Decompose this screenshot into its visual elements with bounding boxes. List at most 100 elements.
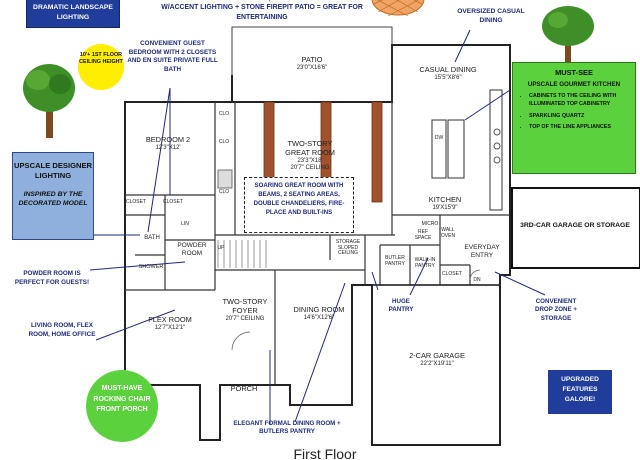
room-powder: POWDER ROOM: [177, 242, 207, 257]
room-storage: STORAGE SLOPED CEILING: [335, 239, 361, 256]
guest-bedroom-callout: CONVENIENT GUEST BEDROOM WITH 2 CLOSETS …: [127, 40, 218, 73]
kitchen-wall-cabinets: [489, 89, 503, 211]
room-shower: SHOWER: [138, 264, 164, 270]
room-great-room: TWO-STORY GREAT ROOM 23'3"X18' 20'7" CEI…: [280, 139, 340, 172]
room-dim: 19'X15'9": [432, 204, 458, 211]
room-garage: 2-CAR GARAGE 22'2"X19'11": [394, 351, 480, 368]
great-room-note-text: SOARING GREAT ROOM WITH BEAMS, 2 SEATING…: [253, 182, 345, 217]
room-bath: BATH: [144, 235, 160, 241]
chair-1: [493, 128, 501, 136]
room-name: CASUAL DINING: [419, 65, 477, 74]
room-walkin: WALK-IN PANTRY: [414, 257, 436, 269]
landscape-lighting-box: DRAMATIC LANDSCAPE LIGHTING: [26, 0, 120, 28]
room-name: PATIO: [301, 55, 323, 64]
designer-lighting-title: UPSCALE DESIGNER LIGHTING: [13, 161, 93, 181]
kitchen-island: [431, 119, 447, 179]
room-dim: 12'7"X12'1": [154, 324, 186, 331]
ceiling-height-badge: 10'+ 1ST FLOOR CEILING HEIGHT: [78, 44, 124, 90]
closet-label: CLOSET: [441, 271, 462, 277]
room-name: FLEX ROOM: [148, 315, 192, 324]
kitchen-bullet: SPARKLING QUARTZ: [529, 113, 631, 121]
closet-label: CLOSET: [162, 199, 183, 205]
upgraded-features-box: UPGRADED FEATURES GALORE!: [548, 370, 612, 414]
fireplace: [217, 169, 233, 189]
porch-circle-text: MUST-HAVE ROCKING CHAIR FRONT PORCH: [93, 385, 151, 413]
gourmet-kitchen-box: MUST-SEE UPSCALE GOURMET KITCHEN CABINET…: [512, 62, 636, 174]
clo-label: CLO: [218, 189, 230, 195]
kitchen-counter: [447, 119, 465, 179]
tree-icon: [23, 64, 75, 138]
room-name: 2-CAR GARAGE: [409, 351, 465, 360]
dw-label: DW: [434, 135, 444, 141]
flex-room-callout: LIVING ROOM, FLEX ROOM, HOME OFFICE: [28, 322, 96, 338]
chair-3: [493, 156, 501, 164]
stairs: [217, 240, 267, 268]
beam-right: [371, 101, 383, 203]
kitchen-bullets: CABINETS TO THE CEILING WITH ILLUMINATED…: [517, 93, 631, 132]
chair-2: [493, 142, 501, 150]
space-text: SPACE: [414, 234, 432, 241]
micro-label: MICRO: [421, 221, 439, 227]
up-label: UP: [217, 245, 225, 251]
clo-label: CLO: [218, 111, 230, 117]
room-butlers: BUTLER PANTRY: [385, 255, 405, 267]
room-ceiling: 20'7" CEILING: [290, 164, 330, 171]
third-garage-outline: [511, 187, 640, 269]
clo-label: CLO: [218, 139, 230, 145]
room-dim: 23'3"X18': [297, 157, 323, 164]
dropzone-callout: CONVENIENT DROP ZONE + STORAGE: [534, 298, 577, 322]
room-porch: PORCH: [230, 384, 258, 393]
room-dim: 20'7" CEILING: [225, 315, 265, 322]
garage-outline: [371, 284, 501, 446]
room-dim: 22'2"X19'11": [420, 360, 454, 367]
room-name: DINING ROOM: [293, 305, 345, 314]
room-everyday-entry: EVERYDAY ENTRY: [464, 244, 500, 259]
room-foyer: TWO-STORY FOYER 20'7" CEILING: [216, 297, 274, 323]
room-bedroom2: BEDROOM 2 12'3"X12': [130, 135, 206, 152]
room-name: KITCHEN: [428, 195, 462, 204]
third-garage-text: 3RD-CAR GARAGE OR STORAGE: [520, 222, 630, 229]
room-name: TWO-STORY FOYER: [222, 297, 268, 315]
patio-outline: [231, 26, 393, 103]
kitchen-bullet: TOP OF THE LINE APPLIANCES: [529, 124, 631, 132]
upgraded-features-text: UPGRADED FEATURES GALORE!: [561, 376, 599, 403]
ref-text: REF: [418, 229, 428, 235]
formal-dining-callout: ELEGANT FORMAL DINING ROOM + BUTLERS PAN…: [233, 420, 341, 436]
great-room-note: SOARING GREAT ROOM WITH BEAMS, 2 SEATING…: [244, 177, 354, 233]
callout-arrows: [89, 29, 546, 425]
designer-lighting-box: UPSCALE DESIGNER LIGHTING INSPIRED BY TH…: [12, 152, 94, 240]
designer-lighting-subtitle: INSPIRED BY THE DECORATED MODEL: [18, 190, 88, 208]
entry-door-swing: [469, 269, 481, 281]
wall-oven-label: WALL OVEN: [440, 227, 456, 239]
room-patio: PATIO 23'0"X16'6": [272, 55, 352, 72]
lin-label: LIN: [181, 221, 189, 227]
room-casual-dining: CASUAL DINING 15'5"X8'6": [410, 65, 486, 82]
room-name: BEDROOM 2: [145, 135, 191, 144]
pantry-callout: HUGE PANTRY: [388, 298, 414, 314]
room-dim: 12'3"X12': [155, 144, 181, 151]
room-flex: FLEX ROOM 12'7"X12'1": [130, 315, 210, 332]
dn-label: DN: [473, 277, 481, 283]
room-dim: 14'6"X12'6": [303, 314, 335, 321]
closet-label: CLOSET: [125, 199, 146, 205]
firepit-icon: [371, 0, 425, 17]
kitchen-box-title: MUST-SEE: [555, 68, 593, 77]
room-dining: DINING ROOM 14'6"X12'6": [282, 305, 356, 322]
powder-room-callout: POWDER ROOM IS PERFECT FOR GUESTS!: [14, 270, 90, 286]
front-door-swing: [231, 331, 251, 351]
room-name: TWO-STORY GREAT ROOM: [285, 139, 335, 157]
ceiling-height-text: 10'+ 1ST FLOOR CEILING HEIGHT: [79, 52, 123, 66]
patio-callout: PRIVATE YARD WITH LEVEL PATIO, LOVELY ST…: [154, 0, 371, 21]
room-kitchen: KITCHEN 19'X15'9": [418, 195, 472, 212]
ref-label: REF SPACE: [412, 229, 434, 241]
kitchen-bullet: CABINETS TO THE CEILING WITH ILLUMINATED…: [529, 93, 631, 109]
landscape-lighting-text: DRAMATIC LANDSCAPE LIGHTING: [33, 4, 113, 21]
porch-circle: MUST-HAVE ROCKING CHAIR FRONT PORCH: [86, 370, 158, 442]
room-dim: 15'5"X8'6": [434, 74, 462, 81]
floor-title: First Floor: [293, 446, 357, 460]
tree-icon: [542, 6, 594, 62]
kitchen-box-subtitle: UPSCALE GOURMET KITCHEN: [527, 81, 621, 88]
room-dim: 23'0"X16'6": [296, 64, 328, 71]
